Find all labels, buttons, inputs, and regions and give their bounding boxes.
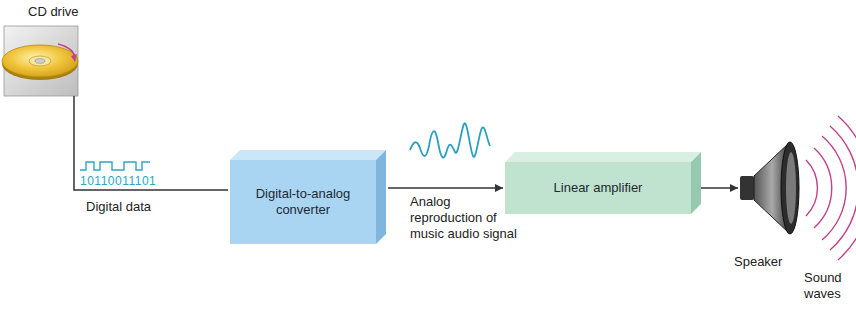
amplifier-box: Linear amplifier: [505, 162, 691, 214]
component-label: Sound waves: [804, 270, 852, 302]
box-side-face: [691, 152, 701, 214]
sound-waves: [806, 116, 856, 260]
component-label: CD drive: [28, 4, 79, 20]
signal-label: Analog reproduction of music audio signa…: [410, 194, 526, 242]
signal-label: Digital data: [86, 199, 151, 215]
box-text: Linear amplifier: [554, 180, 643, 196]
analog-waveform: [410, 123, 490, 157]
speaker-wire-head: [730, 184, 738, 192]
box-text: Digital-to-analog converter: [240, 186, 366, 218]
box-top-face: [230, 150, 386, 160]
cd-drive-illustration: [2, 26, 78, 96]
box-side-face: [376, 150, 386, 244]
bit-pattern: 10110011101: [80, 173, 156, 189]
signal-arrow: [388, 184, 503, 192]
pulse-train: [80, 162, 150, 170]
speaker-illustration: [740, 142, 799, 234]
converter-box: Digital-to-analog converter: [230, 160, 376, 244]
digital-data-line: [74, 96, 228, 190]
box-top-face: [505, 152, 701, 162]
component-label: Speaker: [734, 254, 782, 270]
